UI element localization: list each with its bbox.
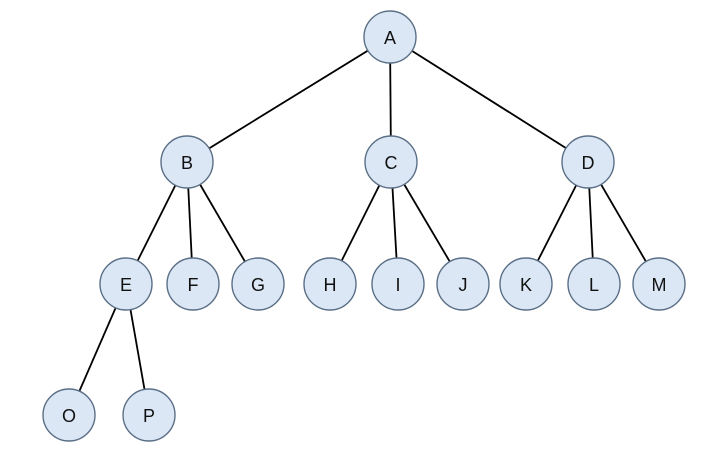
tree-node-i: I <box>371 257 425 311</box>
node-circle <box>42 388 96 442</box>
tree-node-p: P <box>122 388 176 442</box>
node-circle <box>364 135 418 189</box>
node-label: G <box>251 275 265 295</box>
node-layer: A B C D E F G H I J K L M O P <box>42 10 686 442</box>
node-label: E <box>120 275 132 295</box>
node-label: C <box>385 153 398 173</box>
node-label: D <box>582 153 595 173</box>
tree-node-o: O <box>42 388 96 442</box>
node-circle <box>160 135 214 189</box>
node-label: I <box>395 275 400 295</box>
node-circle <box>303 257 357 311</box>
tree-node-m: M <box>632 257 686 311</box>
node-circle <box>499 257 553 311</box>
node-circle <box>99 257 153 311</box>
node-label: H <box>324 275 337 295</box>
tree-node-j: J <box>436 257 490 311</box>
node-circle <box>632 257 686 311</box>
node-label: B <box>181 153 193 173</box>
tree-node-d: D <box>561 135 615 189</box>
tree-node-a: A <box>363 10 417 64</box>
tree-node-h: H <box>303 257 357 311</box>
node-label: L <box>589 275 599 295</box>
node-label: K <box>520 275 532 295</box>
node-circle <box>166 257 220 311</box>
edge-layer <box>68 36 660 416</box>
tree-node-e: E <box>99 257 153 311</box>
node-circle <box>122 388 176 442</box>
node-label: O <box>62 406 76 426</box>
node-label: A <box>384 28 396 48</box>
tree-node-c: C <box>364 135 418 189</box>
tree-node-f: F <box>166 257 220 311</box>
tree-node-k: K <box>499 257 553 311</box>
node-circle <box>231 257 285 311</box>
node-circle <box>436 257 490 311</box>
node-circle <box>363 10 417 64</box>
tree-node-l: L <box>567 257 621 311</box>
node-circle <box>561 135 615 189</box>
node-circle <box>371 257 425 311</box>
node-circle <box>567 257 621 311</box>
tree-node-g: G <box>231 257 285 311</box>
node-label: J <box>459 275 468 295</box>
node-label: M <box>652 275 667 295</box>
node-label: F <box>188 275 199 295</box>
tree-node-b: B <box>160 135 214 189</box>
edge-a-b <box>186 36 391 163</box>
node-label: P <box>143 406 155 426</box>
edge-a-d <box>389 36 589 163</box>
